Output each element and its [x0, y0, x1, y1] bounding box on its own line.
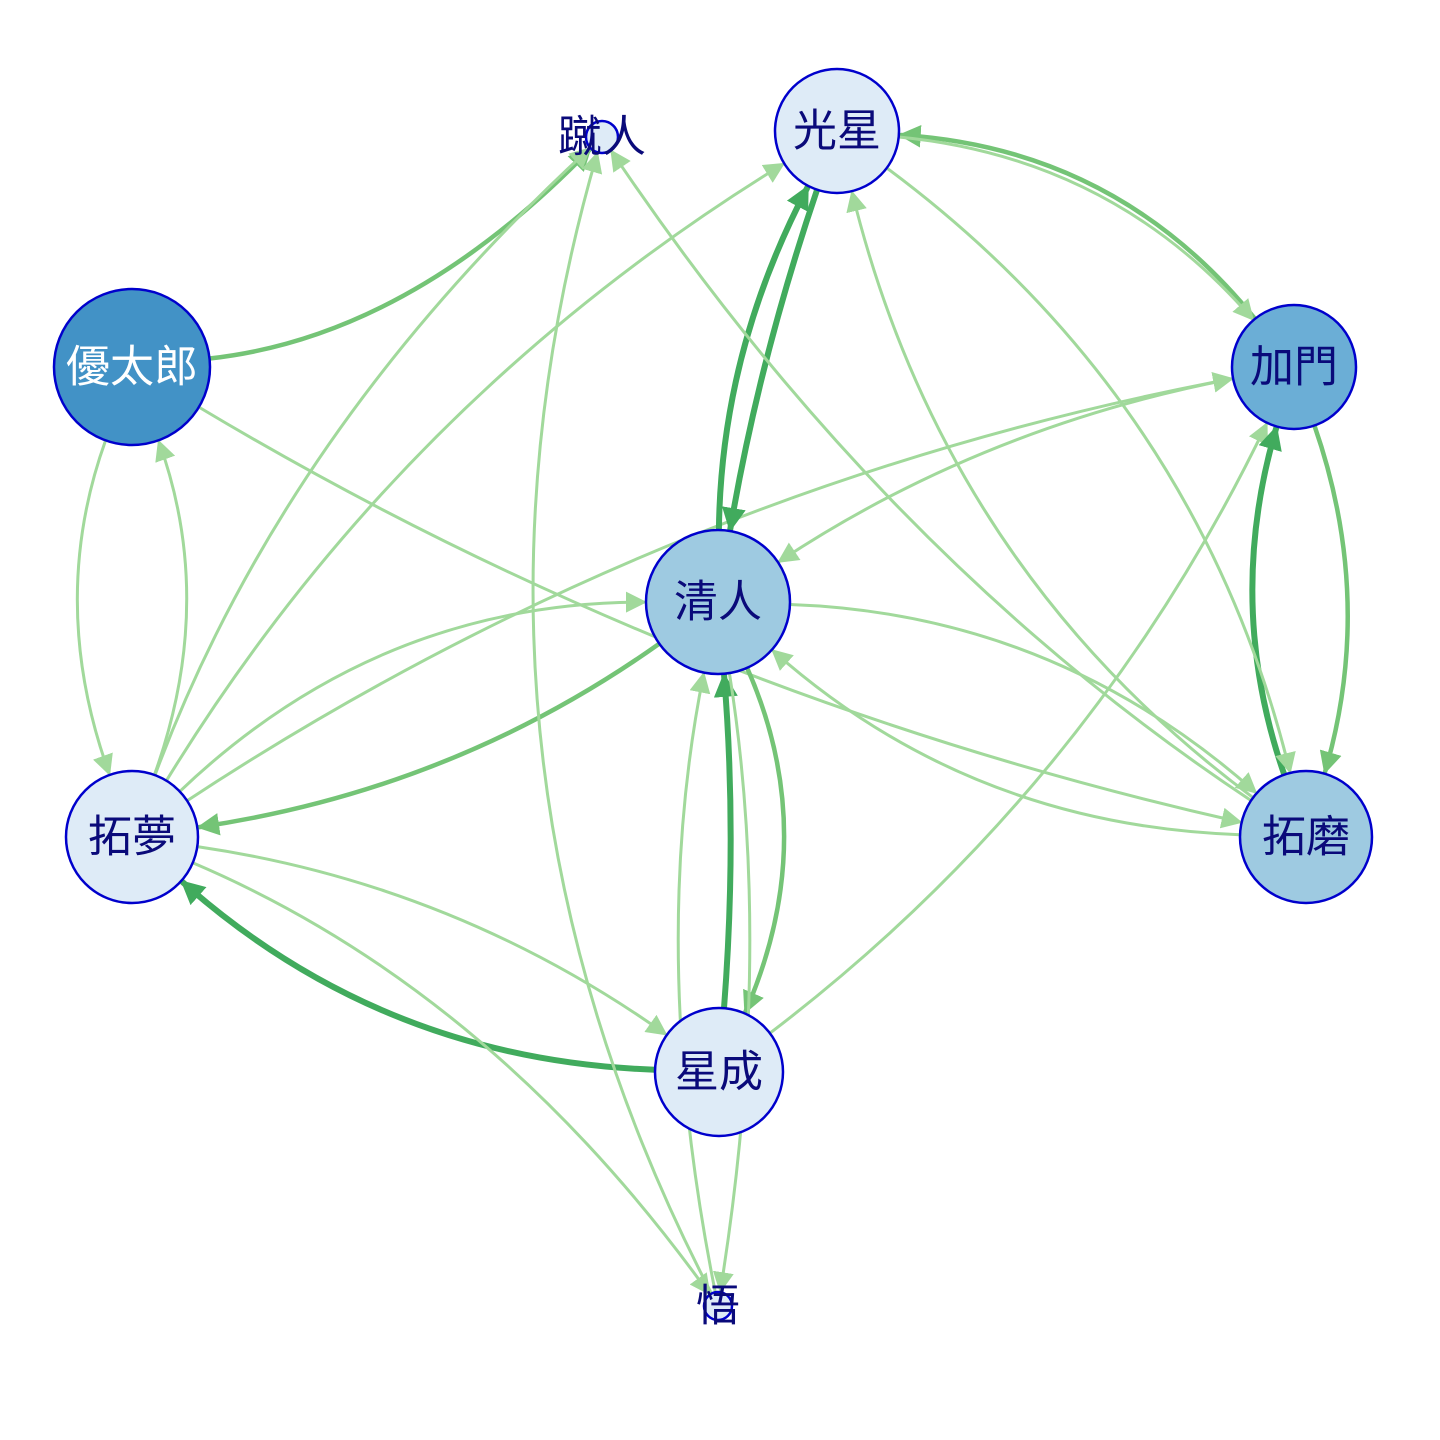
node-circle-shunin [584, 119, 620, 155]
edge-seisei-to-kiyoto [713, 672, 738, 1012]
edge-kiyoto-to-takumu [196, 641, 662, 836]
edge-satoru-to-shunin [531, 151, 713, 1296]
node-circle-kamon [1230, 303, 1358, 431]
node-takuma: 拓磨 [1238, 769, 1374, 905]
edge-takuma-to-shunin [610, 149, 1253, 802]
edge-takuma-to-kosei [846, 190, 1255, 800]
node-label-kiyoto: 清人 [674, 577, 762, 628]
edge-satoru-to-kiyoto [676, 671, 717, 1294]
node-label-seisei: 星成 [675, 1047, 763, 1098]
edges [75, 125, 1350, 1296]
edge-takumu-to-kiyoto [178, 591, 647, 793]
node-shunin: 蹴人 [558, 112, 646, 163]
edge-kiyoto-to-seisei [743, 665, 787, 1014]
edge-takuma-to-kiyoto [771, 649, 1242, 837]
edge-takuma-to-kamon [1249, 425, 1288, 778]
edge-kamon-to-takuma [1312, 423, 1350, 775]
edge-yutaro-to-shunin [207, 147, 592, 361]
node-circle-kiyoto [644, 528, 792, 676]
node-label-yutaro: 優太郎 [66, 342, 198, 393]
node-label-takuma: 拓磨 [1262, 812, 1350, 863]
node-circle-takumu [64, 769, 200, 905]
edge-kiyoto-to-satoru [712, 671, 752, 1294]
edge-takumu-to-kosei [164, 162, 786, 783]
node-circle-seisei [653, 1006, 785, 1138]
node-label-takumu: 拓夢 [88, 812, 176, 863]
edge-takumu-to-seisei [195, 845, 668, 1036]
edge-seisei-to-kamon [768, 421, 1268, 1035]
edge-takumu-to-satoru [191, 861, 711, 1296]
node-circle-takuma [1238, 769, 1374, 905]
edge-takumu-to-yutaro [152, 439, 189, 777]
node-kamon: 加門 [1230, 303, 1358, 431]
node-seisei: 星成 [653, 1006, 785, 1138]
edge-kamon-to-kiyoto [777, 377, 1235, 563]
edge-kosei-to-kamon [897, 135, 1255, 321]
edge-takumu-to-shunin [153, 147, 592, 777]
node-label-shunin: 蹴人 [558, 112, 646, 163]
edge-seisei-to-takumu [179, 879, 658, 1073]
node-takumu: 拓夢 [64, 769, 200, 905]
node-kosei: 光星 [773, 67, 901, 195]
node-circle-satoru [702, 1290, 734, 1322]
edge-kamon-to-kosei [898, 125, 1258, 322]
node-kiyoto: 清人 [644, 528, 792, 676]
edge-kiyoto-to-takuma [788, 603, 1258, 794]
node-circle-kosei [773, 67, 901, 195]
node-circle-yutaro [52, 287, 212, 447]
node-label-kosei: 光星 [793, 106, 881, 157]
edge-kosei-to-takuma [885, 166, 1296, 774]
node-label-kamon: 加門 [1250, 342, 1338, 393]
node-yutaro: 優太郎 [52, 287, 212, 447]
node-label-satoru: 悟 [696, 1281, 740, 1332]
edge-kiyoto-to-kosei [715, 184, 811, 533]
edge-yutaro-to-takumu [75, 438, 113, 776]
node-satoru: 悟 [696, 1281, 740, 1332]
